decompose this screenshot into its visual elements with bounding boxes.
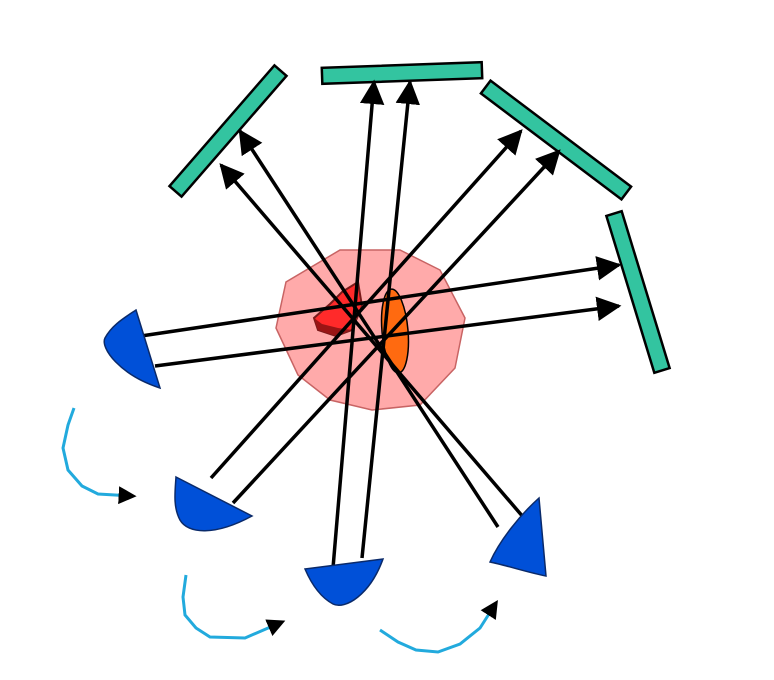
detector-dish-icon xyxy=(174,475,254,532)
mirror-bar-icon xyxy=(320,60,484,86)
rotation-arrow-icon xyxy=(61,407,137,505)
rotation-arrow-icon xyxy=(181,574,286,640)
detectors xyxy=(103,308,547,606)
rotation-arrow-icon xyxy=(379,599,498,654)
detector-dish-icon xyxy=(103,308,162,390)
beam-line xyxy=(209,129,523,480)
beam-line xyxy=(219,163,532,527)
mirror-bar-icon xyxy=(604,209,672,375)
beam-line xyxy=(231,149,561,505)
beam-line xyxy=(238,128,500,528)
beam-line xyxy=(331,79,385,569)
beam-line xyxy=(360,79,420,559)
mirror-bar-icon xyxy=(167,63,289,199)
detector-dish-icon xyxy=(303,558,385,606)
beams xyxy=(140,79,622,569)
mirror-bar-icon xyxy=(479,78,633,202)
detector-dish-icon xyxy=(488,496,547,577)
rotation-arrows xyxy=(61,407,498,654)
beam-line xyxy=(140,256,622,338)
mirrors xyxy=(167,60,672,375)
